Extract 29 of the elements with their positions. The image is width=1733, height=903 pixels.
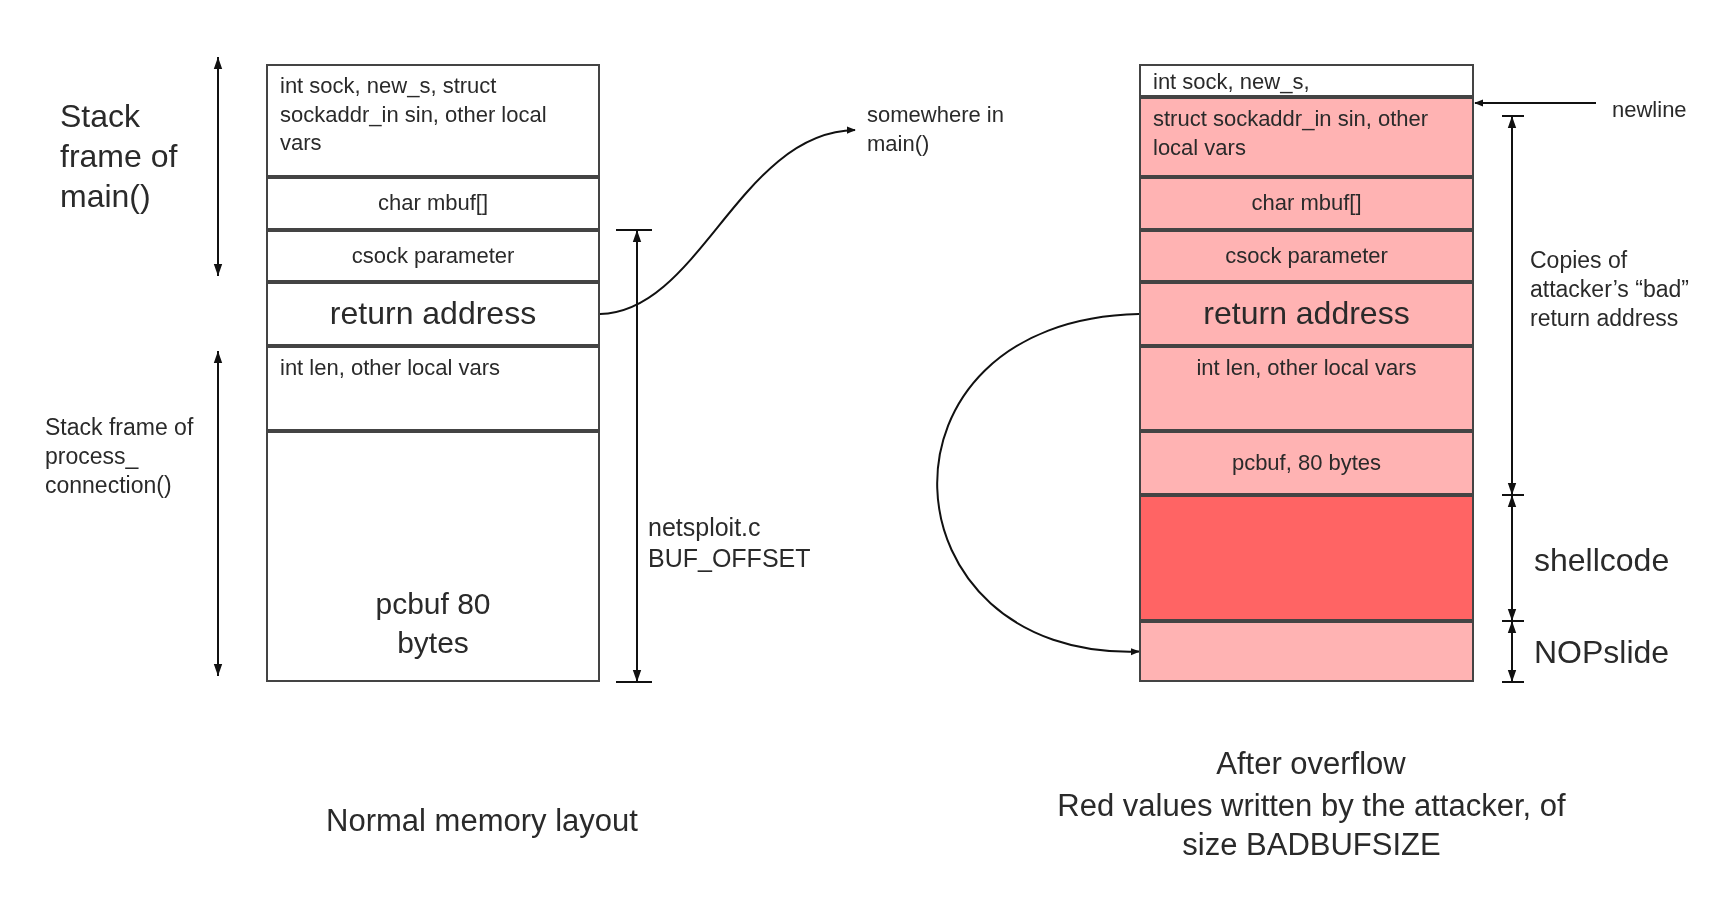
- dimension-label: Stack frame of main(): [60, 97, 179, 216]
- memory-slot: pcbuf, 80 bytes: [1139, 431, 1474, 495]
- memory-slot: csock parameter: [266, 230, 600, 282]
- memory-slot: char mbuf[]: [266, 177, 600, 230]
- caption: After overflow: [1215, 745, 1407, 783]
- dimension-label: NOPslide: [1534, 633, 1671, 672]
- memory-slot: pcbuf 80 bytes: [266, 431, 600, 682]
- memory-slot: int len, other local vars: [266, 346, 600, 431]
- dimension-label: Copies of attacker’s “bad” return address: [1530, 246, 1690, 333]
- memory-region: [1139, 495, 1474, 621]
- caption: Red values written by the attacker, of size BADBUFSIZE: [1056, 787, 1567, 864]
- memory-slot: char mbuf[]: [1139, 177, 1474, 230]
- memory-slot: struct sockaddr_in sin, other local vars: [1139, 97, 1474, 177]
- dimension-label: netsploit.c BUF_OFFSET: [648, 512, 812, 575]
- memory-slot: return address: [266, 282, 600, 346]
- dimension-label: shellcode: [1534, 541, 1671, 580]
- memory-slot: int sock, new_s,: [1139, 64, 1474, 97]
- caption: Normal memory layout: [325, 802, 639, 840]
- arrow: [599, 127, 856, 315]
- annotation-text: somewhere in main(): [855, 95, 1030, 165]
- arrow: [1474, 99, 1597, 107]
- memory-slot: return address: [1139, 282, 1474, 346]
- memory-region: [1139, 621, 1474, 682]
- memory-slot: csock parameter: [1139, 230, 1474, 282]
- memory-slot: int len, other local vars: [1139, 346, 1474, 431]
- memory-slot: int sock, new_s, struct sockaddr_in sin, other local vars: [266, 64, 600, 177]
- arrow: [936, 313, 1140, 655]
- dimension-label: Stack frame of process_ connection(): [45, 413, 195, 500]
- annotation-text: newline: [1600, 90, 1710, 120]
